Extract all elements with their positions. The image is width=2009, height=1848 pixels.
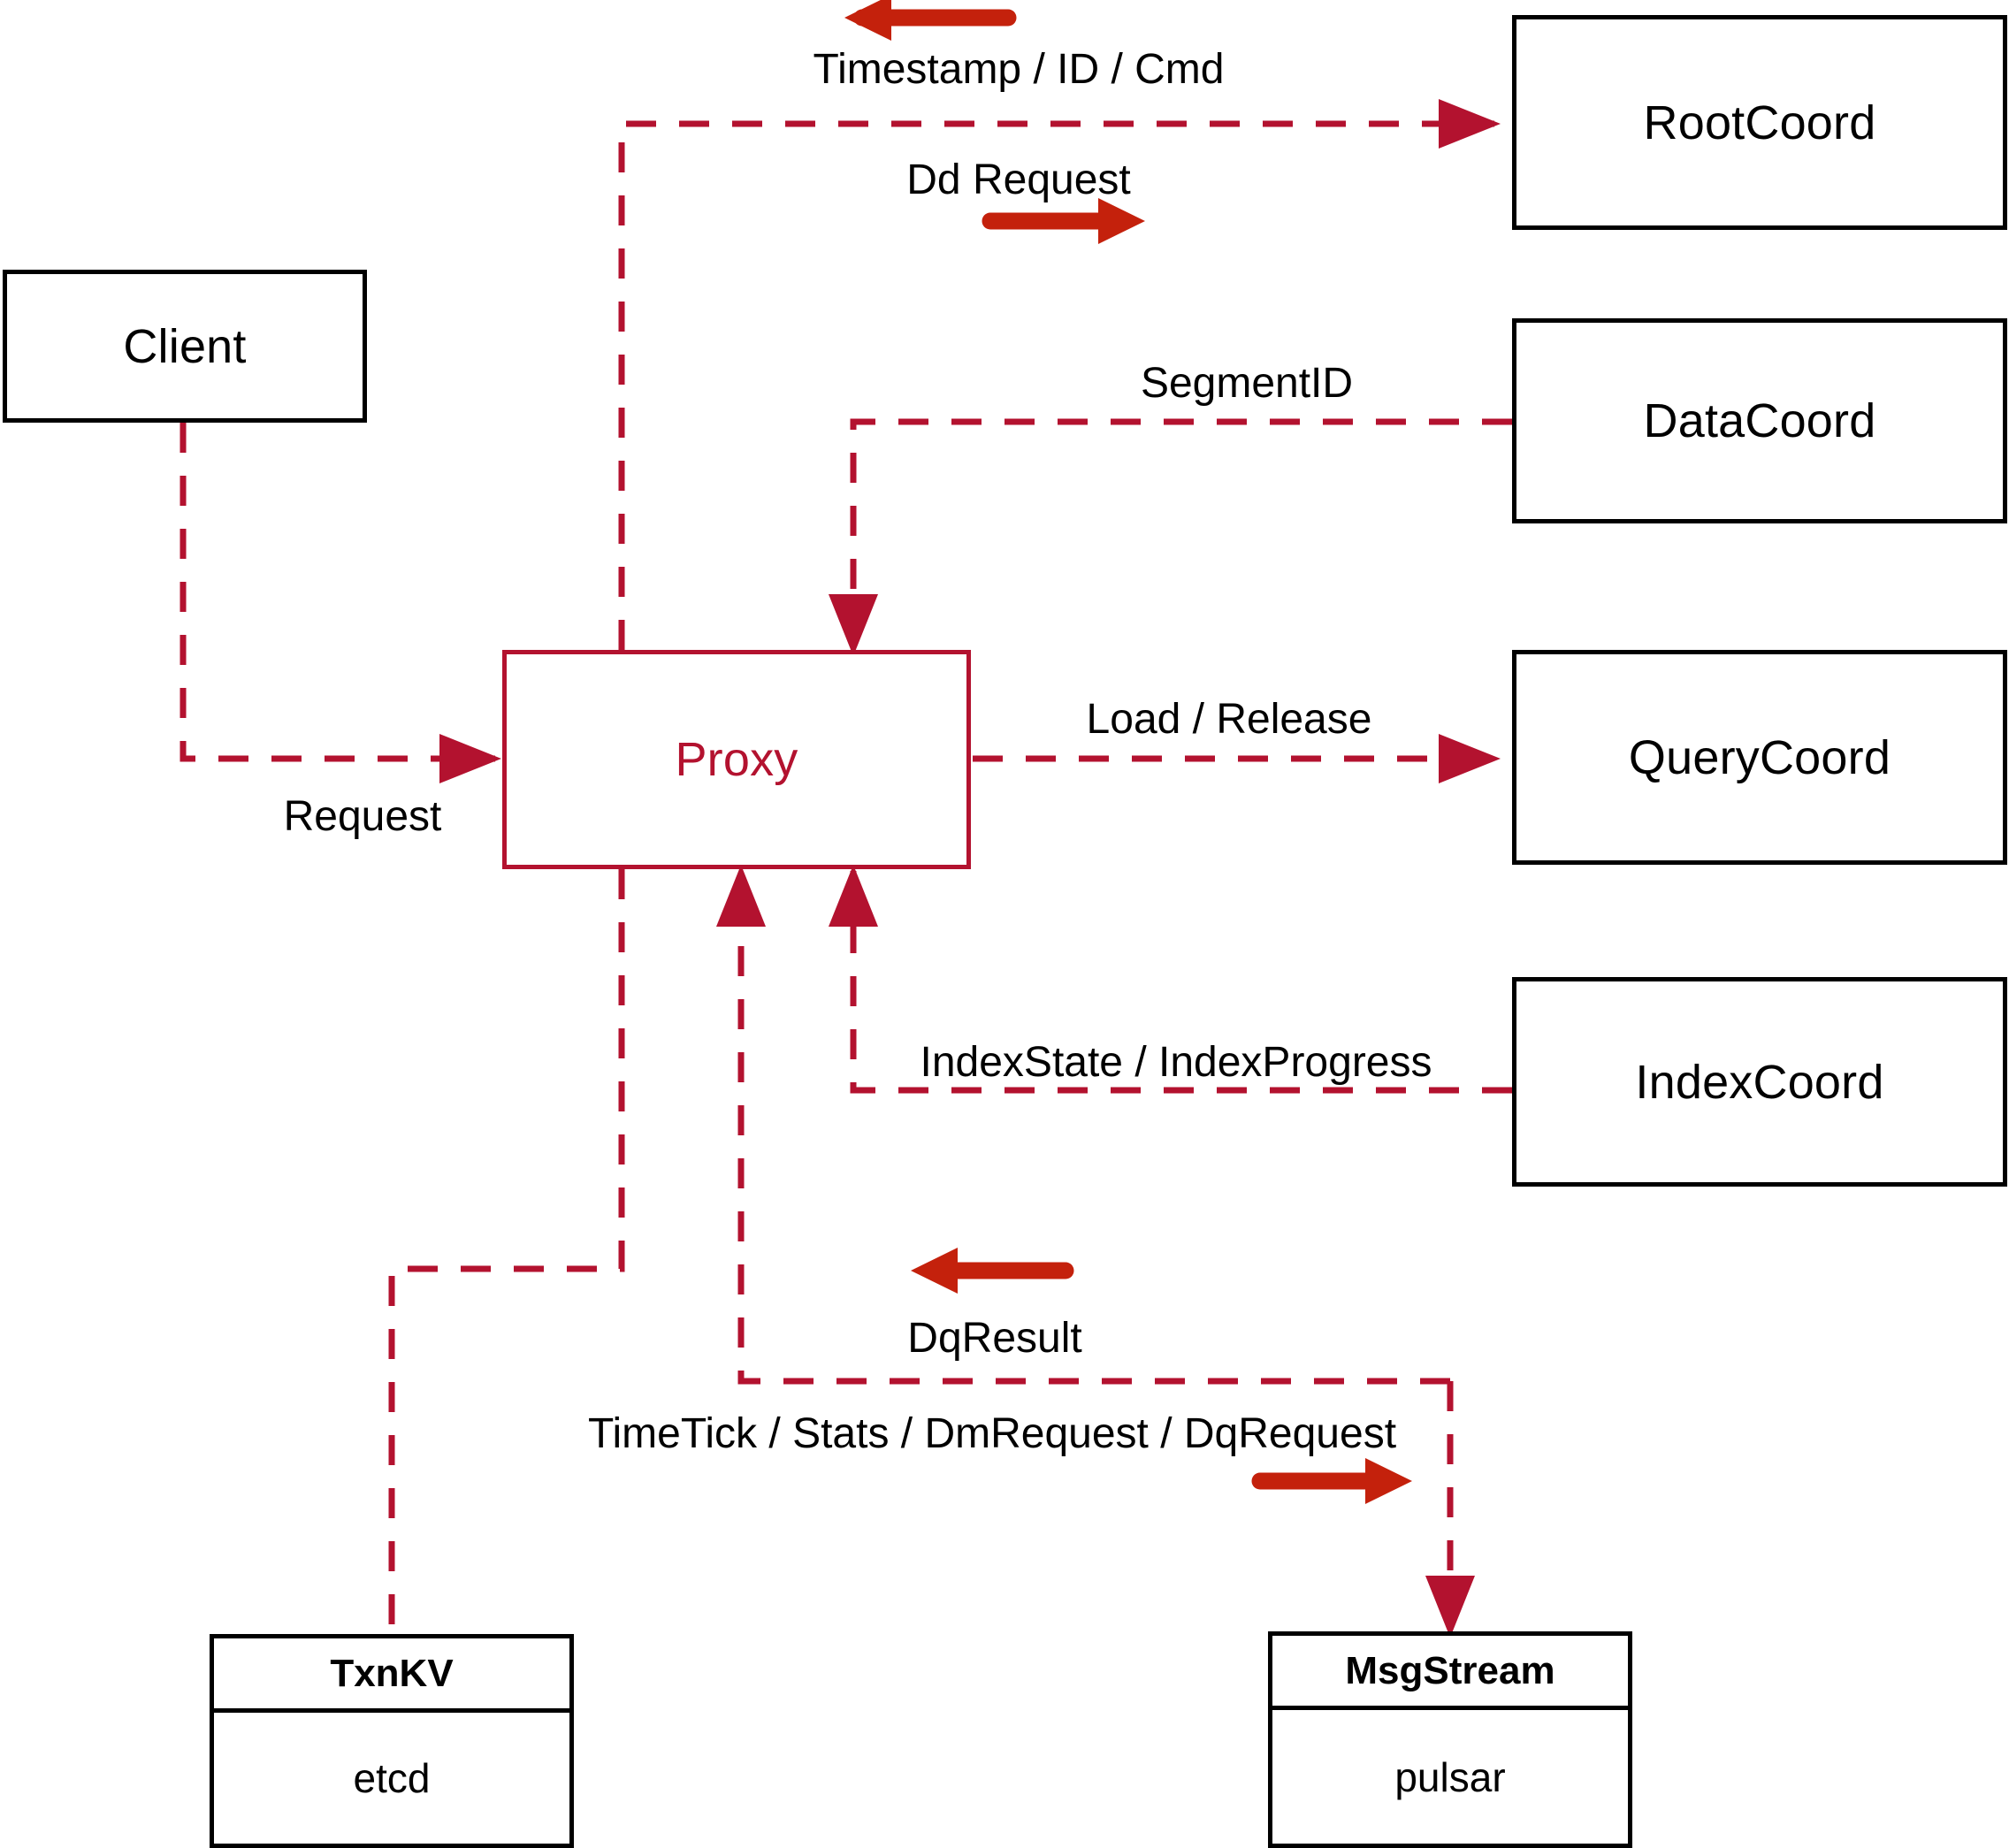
edge-label-timetick-stats: TimeTick / Stats / DmRequest / DqRequest [587,1410,1397,1457]
direction-arrow-dq-result [911,1248,1074,1294]
direction-arrow-timetick [1251,1458,1412,1504]
node-index-coord[interactable]: IndexCoord [1512,977,2007,1187]
node-root-coord[interactable]: RootCoord [1512,15,2007,230]
edge-label-load-release: Load / Release [1086,696,1372,743]
node-query-coord[interactable]: QueryCoord [1512,650,2007,865]
node-msgstream[interactable]: MsgStream pulsar [1268,1631,1632,1848]
node-root-coord-label: RootCoord [1643,95,1876,149]
node-client[interactable]: Client [3,270,367,423]
node-msgstream-impl: pulsar [1394,1753,1506,1800]
edge-label-dd-request: Dd Request [906,157,1131,203]
node-client-label: Client [123,319,247,373]
edge-txnkv-path [388,869,625,1634]
edge-dd-request-path [618,99,1501,650]
node-index-coord-label: IndexCoord [1635,1055,1884,1109]
edge-label-dq-result: DqResult [907,1315,1082,1362]
edge-segment-id-path [829,418,1512,656]
edge-request-path [180,423,501,783]
direction-arrow-dd-request [982,198,1145,244]
node-proxy[interactable]: Proxy [502,650,971,869]
node-txnkv-header: TxnKV [214,1638,569,1713]
node-txnkv-body: etcd [214,1713,569,1844]
edge-label-segment-id: SegmentID [1140,360,1354,407]
node-msgstream-title: MsgStream [1345,1648,1555,1692]
edge-index-state-path [829,865,1512,1094]
node-txnkv[interactable]: TxnKV etcd [210,1634,574,1848]
node-msgstream-header: MsgStream [1272,1636,1628,1710]
node-txnkv-title: TxnKV [330,1651,454,1695]
edge-dq-result-path [716,865,1450,1385]
edge-label-timestamp-id-cmd: Timestamp / ID / Cmd [813,46,1225,93]
node-query-coord-label: QueryCoord [1628,730,1891,784]
node-proxy-label: Proxy [675,733,798,786]
node-msgstream-body: pulsar [1272,1710,1628,1844]
edge-label-index-state-progress: IndexState / IndexProgress [920,1039,1432,1086]
node-txnkv-impl: etcd [353,1755,431,1801]
node-data-coord[interactable]: DataCoord [1512,318,2007,523]
edge-label-request: Request [283,793,442,840]
direction-arrow-timestamp-id-cmd [844,0,1017,41]
node-data-coord-label: DataCoord [1643,394,1876,447]
